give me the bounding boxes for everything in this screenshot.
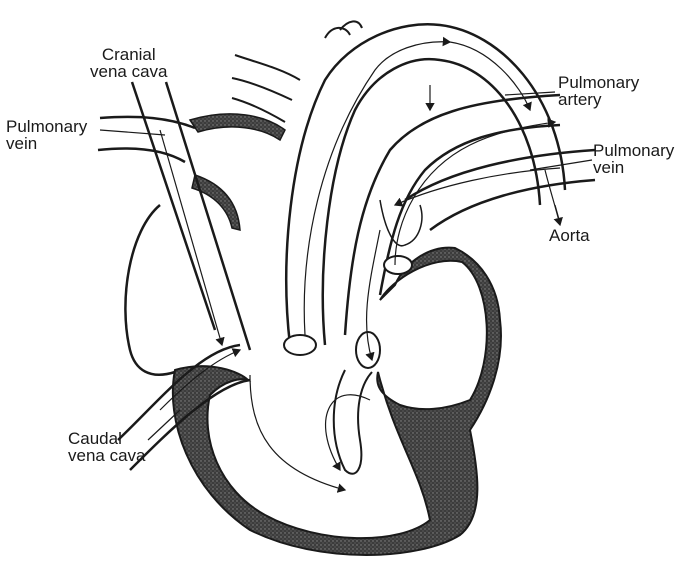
caudal-vena-cava-line1: Caudal	[68, 430, 146, 447]
cranial-vena-cava-label: Cranial vena cava	[90, 46, 168, 80]
pulmonary-vein-left-line2: vein	[6, 135, 87, 152]
ventricle-wall	[173, 248, 501, 555]
interventricular-septum	[334, 370, 372, 474]
pulmonary-vein-left-label: Pulmonary vein	[6, 118, 87, 152]
pulmonary-vein-right-line1: Pulmonary	[593, 142, 674, 159]
caudal-vena-cava-line2: vena cava	[68, 447, 146, 464]
pulmonary-vein-left-line1: Pulmonary	[6, 118, 87, 135]
cranial-vena-cava-line1: Cranial	[90, 46, 168, 63]
aorta-line1: Aorta	[549, 227, 590, 244]
aortic-arch	[286, 24, 565, 345]
blood-flow-arrows	[160, 42, 560, 490]
pulmonary-valve	[284, 335, 316, 355]
aorta-label: Aorta	[549, 227, 590, 244]
brachiocephalic-branches	[232, 55, 300, 122]
aortic-valve	[384, 256, 412, 274]
pulmonary-vein-right-line2: vein	[593, 159, 674, 176]
top-vessel-stubs	[325, 21, 362, 38]
pulmonary-artery-line1: Pulmonary	[558, 74, 639, 91]
atrial-septum	[192, 175, 240, 230]
left-atrium-wall	[190, 114, 285, 140]
right-atrium-outline	[125, 205, 175, 375]
pulmonary-artery-label: Pulmonary artery	[558, 74, 639, 108]
pulmonary-vein-right-label: Pulmonary vein	[593, 142, 674, 176]
caudal-vena-cava-label: Caudal vena cava	[68, 430, 146, 464]
cranial-vena-cava-line2: vena cava	[90, 63, 168, 80]
left-atrium-pocket	[380, 200, 422, 246]
pulmonary-artery-line2: artery	[558, 91, 639, 108]
